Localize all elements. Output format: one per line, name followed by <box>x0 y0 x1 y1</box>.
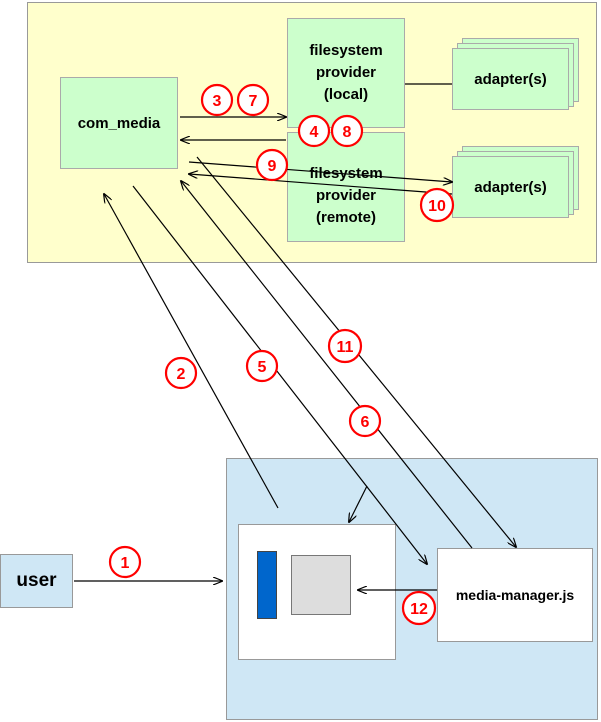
step-10-label: 10 <box>428 198 446 215</box>
filesystem-provider-remote-box: filesystem provider (remote) <box>287 132 405 242</box>
com-media-label: com_media <box>77 114 161 132</box>
filesystem-provider-local-label: filesystem provider (local) <box>309 42 383 103</box>
step-4-marker <box>297 114 331 148</box>
step-10-marker <box>419 187 455 223</box>
step-11-label: 11 <box>337 339 354 356</box>
step-11-marker <box>327 328 363 364</box>
step-5-marker <box>245 349 279 383</box>
arrow-6 <box>181 181 473 549</box>
arrow-5 <box>132 185 427 564</box>
step-3-marker <box>200 83 234 117</box>
step-4-label: 4 <box>310 124 319 141</box>
step-12-marker <box>401 590 437 626</box>
arrow-2 <box>104 194 279 509</box>
step-1-marker <box>108 545 142 579</box>
step-markers <box>108 83 455 626</box>
step-6-label: 6 <box>361 414 370 431</box>
step-7-marker <box>236 83 270 117</box>
thumbnail-panel <box>291 555 351 615</box>
step-labels: 1 2 3 4 5 6 7 8 9 10 11 12 <box>121 93 446 618</box>
adapter-local-label: adapter(s) <box>474 70 547 88</box>
arrow-10 <box>189 174 453 195</box>
arrow-9 <box>188 161 452 182</box>
step-12-label: 12 <box>410 601 428 618</box>
step-3-label: 3 <box>213 93 222 110</box>
step-2-marker <box>164 356 198 390</box>
step-2-label: 2 <box>177 366 186 383</box>
media-manager-label: media-manager.js <box>455 587 575 603</box>
step-9-label: 9 <box>268 158 277 175</box>
folder-tree-panel <box>257 551 277 619</box>
com-media-box: com_media <box>60 77 178 169</box>
step-5-label: 5 <box>258 359 267 376</box>
adapter-remote-box: adapter(s) <box>452 156 569 218</box>
user-label: user <box>16 570 57 591</box>
adapter-local-box: adapter(s) <box>452 48 569 110</box>
step-9-marker <box>255 148 289 182</box>
step-7-label: 7 <box>249 93 258 110</box>
step-8-marker <box>330 114 364 148</box>
adapter-remote-label: adapter(s) <box>474 178 547 196</box>
arrow-6-branch <box>349 485 368 522</box>
step-8-label: 8 <box>343 124 352 141</box>
user-box: user <box>0 554 73 608</box>
step-6-marker <box>348 404 382 438</box>
step-1-label: 1 <box>121 555 130 572</box>
filesystem-provider-local-box: filesystem provider (local) <box>287 18 405 128</box>
